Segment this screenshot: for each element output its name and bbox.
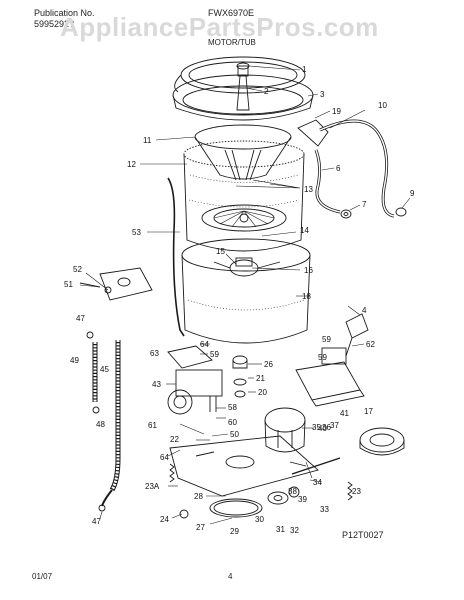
gearcase-41	[295, 347, 365, 407]
hose-49	[92, 342, 113, 512]
callout-26: 26	[264, 360, 273, 369]
callout-29: 29	[230, 527, 239, 536]
footer-date: 01/07	[32, 572, 53, 581]
callout-61: 61	[148, 421, 157, 430]
callout-27: 27	[196, 523, 205, 532]
callout-51: 51	[64, 280, 73, 289]
callout-21: 21	[256, 374, 265, 383]
callout-34: 34	[313, 478, 322, 487]
callout-12: 12	[127, 160, 136, 169]
callout-64: 64	[200, 340, 209, 349]
callout-17: 17	[364, 407, 373, 416]
callout-39: 39	[298, 495, 307, 504]
lever-4	[345, 313, 369, 357]
callout-24: 24	[160, 515, 169, 524]
callout-7: 7	[362, 200, 367, 209]
callout-1: 1	[302, 65, 307, 74]
callout-32: 32	[290, 526, 299, 535]
watermark: AppliancePartsPros.com	[60, 12, 379, 42]
drive-belt	[209, 498, 263, 518]
callout-45: 45	[100, 365, 109, 374]
callout-38: 38	[288, 487, 297, 496]
callout-2: 2	[264, 87, 269, 96]
callout-35: 35	[312, 423, 321, 432]
section-title: MOTOR/TUB	[208, 38, 256, 47]
pulley	[267, 491, 289, 505]
motor	[264, 407, 306, 453]
callout-52: 52	[73, 265, 82, 274]
callout-3: 3	[320, 90, 325, 99]
callout-23: 23	[352, 487, 361, 496]
callout-49: 49	[70, 356, 79, 365]
callout-63: 63	[150, 349, 159, 358]
agitator-cap	[236, 62, 250, 111]
callout-20: 20	[258, 388, 267, 397]
gear-17	[359, 427, 405, 456]
callout-23A: 23A	[145, 482, 160, 491]
callout-4: 4	[362, 306, 367, 315]
leader-lines	[79, 65, 411, 525]
callout-64: 64	[160, 453, 169, 462]
drain-hose	[314, 149, 407, 219]
callout-31: 31	[276, 525, 285, 534]
callout-41: 41	[340, 409, 349, 418]
fill-hose	[297, 119, 395, 218]
callout-58: 58	[228, 403, 237, 412]
callout-59: 59	[322, 335, 331, 344]
coupling-26	[232, 355, 248, 398]
callout-36: 36	[322, 423, 331, 432]
spin-basket	[183, 140, 305, 252]
callout-19: 19	[332, 107, 341, 116]
callout-16: 16	[304, 266, 313, 275]
model-number: FWX6970E	[208, 8, 255, 18]
footer-page: 4	[228, 572, 233, 581]
outer-tub	[181, 238, 311, 344]
tub-tube	[167, 177, 185, 337]
callout-59: 59	[210, 350, 219, 359]
clamp-47	[86, 331, 94, 339]
callout-40: 40	[318, 424, 327, 433]
callout-9: 9	[410, 189, 415, 198]
mounting-plate	[169, 435, 319, 497]
pump-bracket	[167, 345, 223, 415]
spring-23	[347, 481, 353, 501]
hub-assembly	[213, 257, 281, 277]
hose-45	[109, 340, 121, 492]
wire-35	[291, 457, 341, 475]
callout-59: 59	[318, 353, 327, 362]
callout-33: 33	[320, 505, 329, 514]
callout-37: 37	[330, 421, 339, 430]
callout-13: 13	[304, 185, 313, 194]
balance-ring	[172, 56, 314, 121]
callout-14: 14	[300, 226, 309, 235]
spring-23a	[169, 463, 175, 483]
callout-47: 47	[92, 517, 101, 526]
callout-30: 30	[255, 515, 264, 524]
callout-15: 15	[216, 247, 225, 256]
callout-50: 50	[230, 430, 239, 439]
callout-22: 22	[170, 435, 179, 444]
callout-10: 10	[378, 101, 387, 110]
callout-6: 6	[336, 164, 341, 173]
bracket-52	[79, 267, 153, 301]
callout-60: 60	[228, 418, 237, 427]
callout-28: 28	[194, 492, 203, 501]
fitting-24	[179, 509, 189, 519]
callout-18: 18	[302, 292, 311, 301]
clamp-48	[92, 406, 100, 414]
clip-38	[288, 486, 300, 498]
callout-53: 53	[132, 228, 141, 237]
publication-number: 5995292?	[34, 19, 75, 29]
callout-62: 62	[366, 340, 375, 349]
publication-label: Publication No.	[34, 8, 95, 18]
agitator	[194, 124, 292, 181]
diagram-code: P12T0027	[342, 530, 384, 540]
callout-48: 48	[96, 420, 105, 429]
callout-47: 47	[76, 314, 85, 323]
callout-11: 11	[143, 136, 152, 145]
callout-43: 43	[152, 380, 161, 389]
